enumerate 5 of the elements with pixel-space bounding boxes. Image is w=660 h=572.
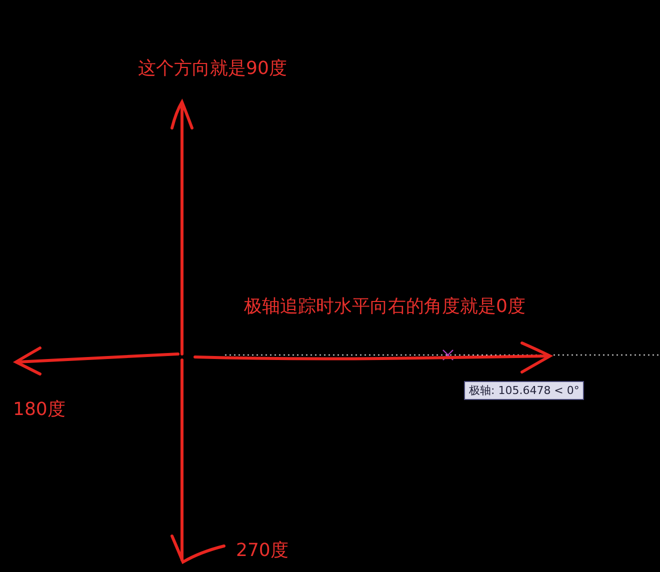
annotation-text: 极轴追踪时水平向右的角度就是0度 — [244, 296, 526, 318]
annotation-text: 180度 — [13, 399, 66, 421]
annotation-text: 这个方向就是90度 — [138, 58, 287, 80]
tooltip-box: 极轴: 105.6478 < 0° — [464, 381, 584, 400]
annotation-text: 270度 — [236, 540, 288, 562]
